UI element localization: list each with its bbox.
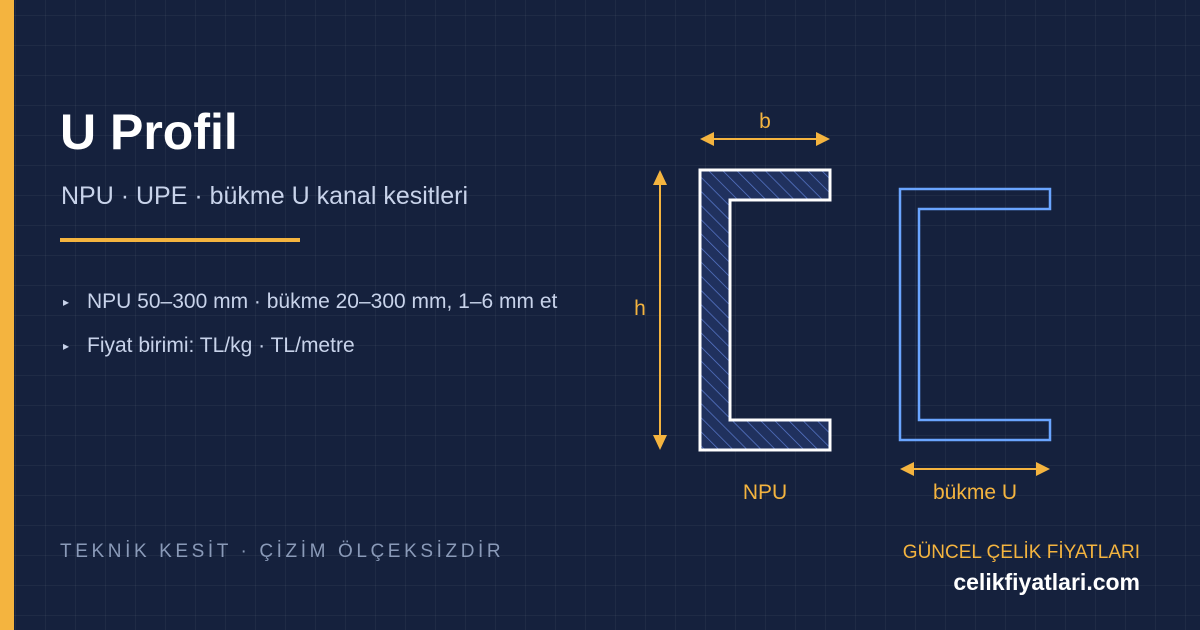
bullet-marker-icon: ▸: [63, 295, 70, 309]
bullet-item: ▸ NPU 50–300 mm · bükme 20–300 mm, 1–6 m…: [63, 280, 557, 324]
footer-tagline: GÜNCEL ÇELİK FİYATLARI: [902, 542, 1140, 563]
bent-u-profile-label: bükme U: [933, 481, 1017, 504]
page-title: U Profil: [60, 104, 238, 160]
footer-note: TEKNİK KESİT · ÇİZİM ÖLÇEKSİZDİR: [60, 541, 505, 562]
bullet-text: Fiyat birimi: TL/kg · TL/metre: [87, 334, 355, 357]
bullet-text: NPU 50–300 mm · bükme 20–300 mm, 1–6 mm …: [87, 290, 558, 313]
width-dimension-arrow: [700, 132, 830, 146]
width-label: b: [759, 110, 771, 133]
bullet-item: ▸ Fiyat birimi: TL/kg · TL/metre: [63, 324, 557, 368]
bullet-list: ▸ NPU 50–300 mm · bükme 20–300 mm, 1–6 m…: [63, 280, 557, 368]
height-label: h: [634, 297, 646, 320]
height-dimension-arrow: [653, 170, 667, 450]
npu-profile-shape: [698, 168, 832, 452]
site-domain: celikfiyatlari.com: [953, 569, 1140, 595]
accent-bar: [0, 0, 14, 630]
bent-u-width-arrow: [900, 462, 1050, 476]
title-divider: [60, 238, 300, 242]
npu-profile-label: NPU: [743, 481, 787, 504]
bullet-marker-icon: ▸: [63, 339, 70, 353]
page-subtitle: NPU · UPE · bükme U kanal kesitleri: [61, 182, 469, 210]
bent-u-profile-shape: [898, 187, 1052, 442]
